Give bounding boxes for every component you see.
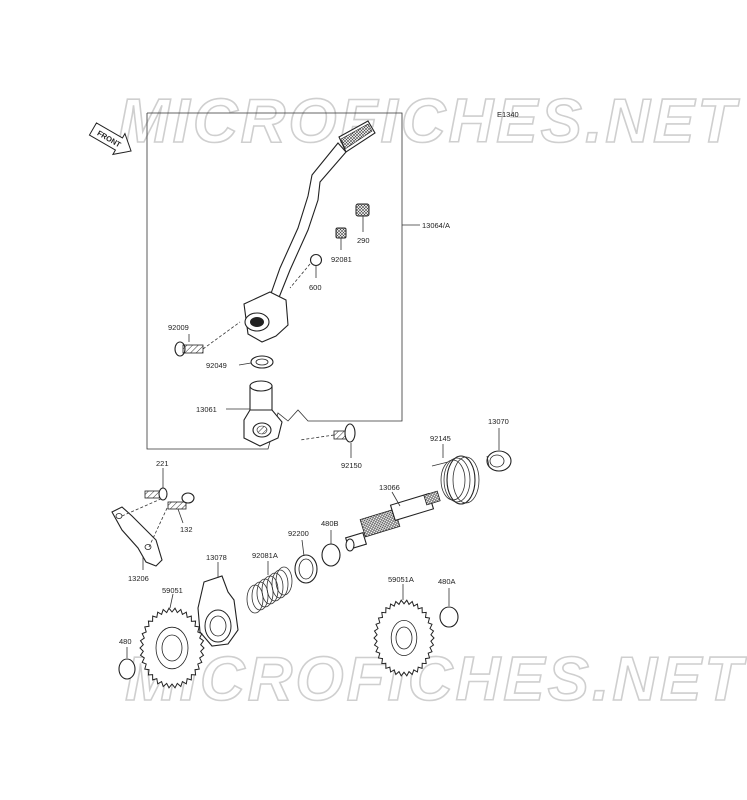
label-13066: 13066 [379, 483, 400, 492]
label-600: 600 [309, 283, 322, 292]
label-221: 221 [156, 459, 169, 468]
part-600-ball[interactable] [309, 253, 323, 267]
label-92145: 92145 [430, 434, 451, 443]
label-480a: 480A [438, 577, 456, 586]
part-480-circlip[interactable] [118, 658, 136, 680]
label-92081: 92081 [331, 255, 352, 264]
leader-92150-axis [299, 434, 335, 441]
part-59051a-gear[interactable] [373, 599, 435, 677]
label-92009: 92009 [168, 323, 189, 332]
label-92150: 92150 [341, 461, 362, 470]
leader-92009-axis [202, 321, 241, 350]
leader-600-arm [289, 263, 311, 289]
diagram-code: E1340 [497, 110, 519, 119]
part-480b-circlip[interactable] [321, 543, 341, 567]
part-92200-washer[interactable] [294, 554, 318, 584]
leader-13206-axis2 [148, 505, 169, 548]
part-92049-washer[interactable] [250, 355, 274, 369]
part-221-screw[interactable] [144, 487, 168, 501]
leader-13206-axis [121, 497, 164, 517]
part-92009-bolt[interactable] [174, 341, 204, 357]
part-13078-ratchet[interactable] [197, 575, 239, 647]
label-13070: 13070 [488, 417, 509, 426]
part-92081-spring[interactable] [335, 227, 347, 239]
kick-pedal-arm[interactable] [243, 120, 376, 343]
leader-13066 [391, 491, 401, 507]
leader-59051 [169, 593, 174, 609]
part-13206-guide[interactable] [111, 506, 163, 567]
watermark-bottom: MICROFICHES.NET [125, 645, 747, 714]
label-13061: 13061 [196, 405, 217, 414]
label-480: 480 [119, 637, 132, 646]
part-290-plug[interactable] [355, 203, 370, 217]
assembly-outline [146, 112, 403, 450]
label-132: 132 [180, 525, 193, 534]
label-290: 290 [357, 236, 370, 245]
label-59051: 59051 [162, 586, 183, 595]
watermark-top: MICROFICHES.NET [118, 87, 740, 156]
part-13066-shaft[interactable] [344, 490, 441, 552]
label-480b: 480B [321, 519, 339, 528]
part-92150-bolt[interactable] [333, 423, 356, 443]
leader-92049 [238, 362, 252, 366]
part-132-bolt[interactable] [167, 492, 195, 510]
part-92145-torsion-spring[interactable] [431, 455, 480, 505]
label-92200: 92200 [288, 529, 309, 538]
part-13070-collar[interactable] [486, 450, 512, 472]
label-13064a: 13064/A [422, 221, 450, 230]
label-13078: 13078 [206, 553, 227, 562]
label-92049: 92049 [206, 361, 227, 370]
part-480a-circlip[interactable] [439, 606, 459, 628]
leader-132 [177, 508, 184, 524]
part-59051-gear[interactable] [139, 607, 205, 689]
label-59051a: 59051A [388, 575, 414, 584]
label-92081a: 92081A [252, 551, 278, 560]
leader-92200 [301, 539, 305, 557]
part-13061-boss[interactable] [243, 380, 283, 447]
label-13206: 13206 [128, 574, 149, 583]
part-92081a-spring[interactable] [246, 566, 293, 614]
